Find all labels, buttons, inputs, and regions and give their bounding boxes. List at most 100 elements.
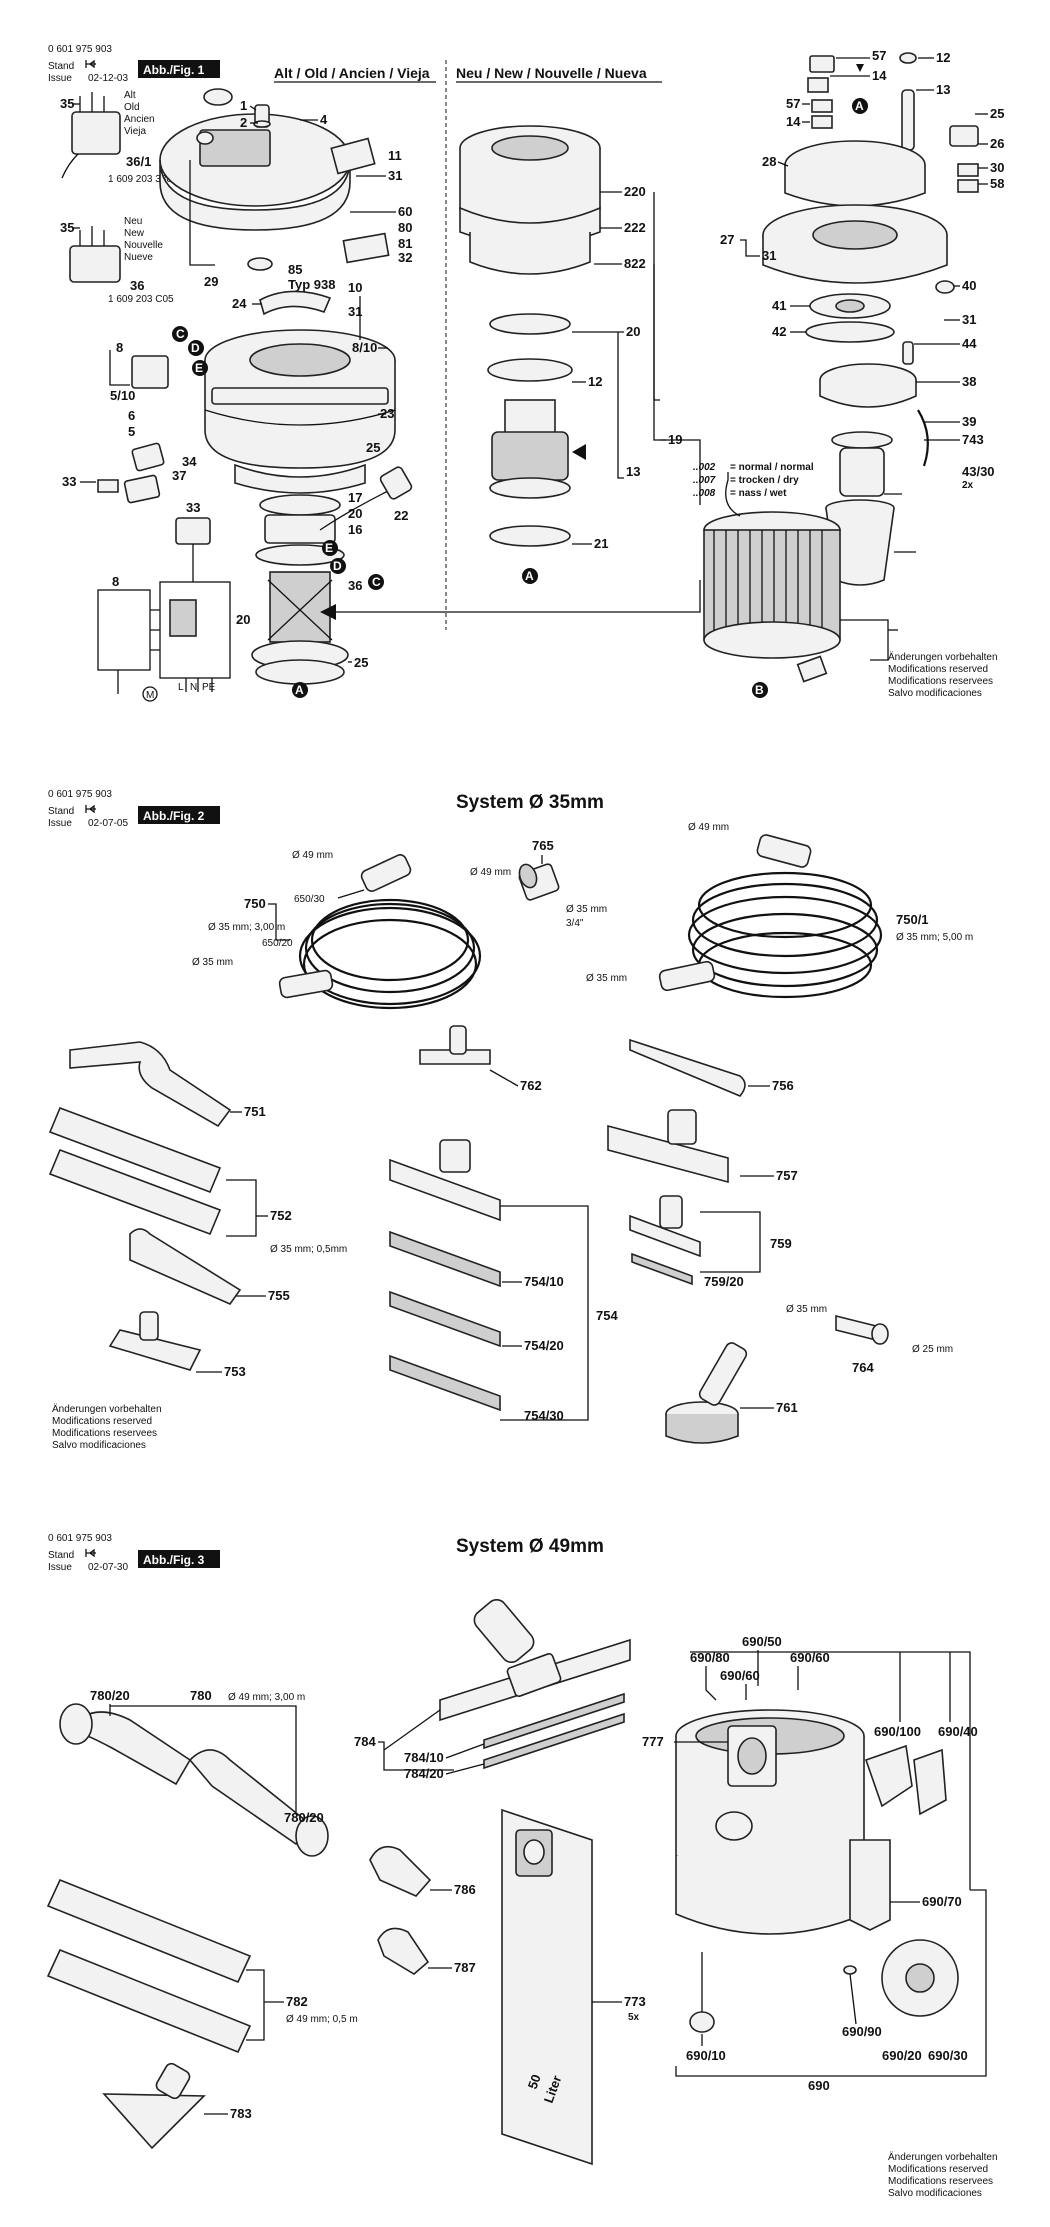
marker-a-right: A xyxy=(855,99,864,113)
callout-5-10: 6 xyxy=(128,408,135,423)
bracket-759 xyxy=(700,1211,761,1273)
label-650-30: 650/30 xyxy=(294,894,325,905)
label-5x: 5x xyxy=(628,2012,640,2023)
label-690-30: 690/30 xyxy=(928,2048,968,2063)
callout-8-10: 8 xyxy=(116,340,123,355)
callout-32: 32 xyxy=(398,250,412,265)
figure-badge-bg xyxy=(138,60,220,78)
bracket-822-b xyxy=(653,264,666,441)
notice-de-2: Änderungen vorbehalten xyxy=(52,1403,162,1415)
label-762: 762 xyxy=(520,1078,542,1093)
reducer-764 xyxy=(835,1314,889,1345)
marker-e-bottom: E xyxy=(325,541,333,555)
bracket-752 xyxy=(226,1179,257,1237)
callout-58: 40 xyxy=(962,278,976,293)
tube-782 xyxy=(46,1878,252,2054)
label-d35-05m: Ø 35 mm; 0,5mm xyxy=(270,1244,347,1255)
bracket-782 xyxy=(246,1969,265,2041)
callout-44: 43/30 xyxy=(962,464,995,479)
label-777: 777 xyxy=(642,1734,664,1749)
callout-12-a: 57 xyxy=(872,48,886,63)
issue-label-issue-2: Issue xyxy=(48,818,72,829)
label-782: 782 xyxy=(286,1994,308,2009)
issue-label-stand-2: Stand xyxy=(48,806,74,817)
callout-41: 38 xyxy=(962,374,976,389)
figure-2-title: System Ø 35mm xyxy=(456,792,604,813)
callout-13-b: 26 xyxy=(990,136,1004,151)
callout-29: 29 xyxy=(204,274,218,289)
part-number-old: 1 609 203 330 xyxy=(108,174,172,185)
callout-25-b: 822 xyxy=(624,256,646,271)
label-753: 753 xyxy=(224,1364,246,1379)
callout-40: 44 xyxy=(962,336,977,351)
hose-780 xyxy=(59,1703,329,1857)
accessory-753 xyxy=(108,1311,202,1371)
callout-20-c: 21 xyxy=(594,536,608,551)
frame-690-bottom xyxy=(675,1889,987,2077)
notice-fr: Modifications reservees xyxy=(888,676,993,687)
callout-5: 34 xyxy=(182,454,197,469)
marker-a-middle: A xyxy=(525,569,534,583)
arrow-middle-icon xyxy=(572,444,586,460)
callout-23-a: 25 xyxy=(366,440,380,455)
wiring-l-label: L xyxy=(178,682,184,693)
callout-60: 60 xyxy=(398,204,412,219)
doc-number: 0 601 975 903 xyxy=(48,44,112,55)
leader-822-left xyxy=(336,580,701,613)
label-754-20: 754/20 xyxy=(524,1338,564,1353)
tube-752 xyxy=(48,1106,222,1236)
switch-old xyxy=(71,111,121,155)
callout-36-b: 33 xyxy=(186,500,200,515)
figure-badge-3: Abb./Fig. 3 xyxy=(143,1553,205,1567)
switch-new xyxy=(69,245,121,283)
callout-33-a: 37 xyxy=(172,468,186,483)
callout-31-e: 743 xyxy=(962,432,984,447)
arrow-icon xyxy=(320,604,336,620)
issue-symbol-icon-3 xyxy=(85,1548,96,1558)
motor-stack xyxy=(251,466,413,685)
leader-822-right xyxy=(660,439,701,505)
bracket-26 xyxy=(740,239,760,257)
callout-31-a: 31 xyxy=(388,168,402,183)
bracket-29 xyxy=(189,160,215,266)
motor-head-old xyxy=(159,88,390,271)
callout-23-b: 222 xyxy=(624,220,646,235)
callout-31-c: 8/10 xyxy=(352,340,377,355)
callout-222: 13 xyxy=(626,464,640,479)
callout-57-b: 30 xyxy=(990,160,1004,175)
accessory-755 xyxy=(129,1228,242,1305)
callout-28: 41 xyxy=(772,298,786,313)
issue-label-issue: Issue xyxy=(48,73,72,84)
variant-text-007: = trocken / dry xyxy=(730,475,799,486)
callout-25-c: 28 xyxy=(762,154,776,169)
label-759-20: 759/20 xyxy=(704,1274,744,1289)
motor-head-new xyxy=(204,290,396,494)
label-754-30: 754/30 xyxy=(524,1408,564,1423)
callout-17: 20 xyxy=(348,506,362,521)
callout-22: 36 xyxy=(348,578,362,593)
label-780-20-b: 780/20 xyxy=(284,1810,324,1825)
label-780-20-a: 780/20 xyxy=(90,1688,130,1703)
doc-number-3: 0 601 975 903 xyxy=(48,1533,112,1544)
variant-code-007: ..007 xyxy=(693,475,716,486)
callout-14-a: 14 xyxy=(786,114,801,129)
bracket-754 xyxy=(500,1205,589,1421)
floor-nozzle-754 xyxy=(389,1139,501,1412)
label-750: 750 xyxy=(244,896,266,911)
leader-690-80 xyxy=(705,1666,717,1701)
label-d35-a: Ø 35 mm xyxy=(192,957,233,968)
callout-8-b: 20 xyxy=(236,612,250,627)
issue-date-3: 02-07-30 xyxy=(88,1562,128,1573)
marker-a-left: A xyxy=(295,683,304,697)
leader-to-filter xyxy=(725,472,741,517)
variant-text-008: = nass / wet xyxy=(730,488,787,499)
variant-code-002: ..002 xyxy=(693,462,716,473)
accessory-762 xyxy=(419,1025,491,1065)
label-d35-d: Ø 35 mm xyxy=(786,1304,827,1315)
marker-b: B xyxy=(755,683,764,697)
callout-24: 24 xyxy=(232,296,247,311)
label-650-20: 650/20 xyxy=(262,938,293,949)
callout-19: 12 xyxy=(936,50,950,65)
callout-81: 81 xyxy=(398,236,412,251)
